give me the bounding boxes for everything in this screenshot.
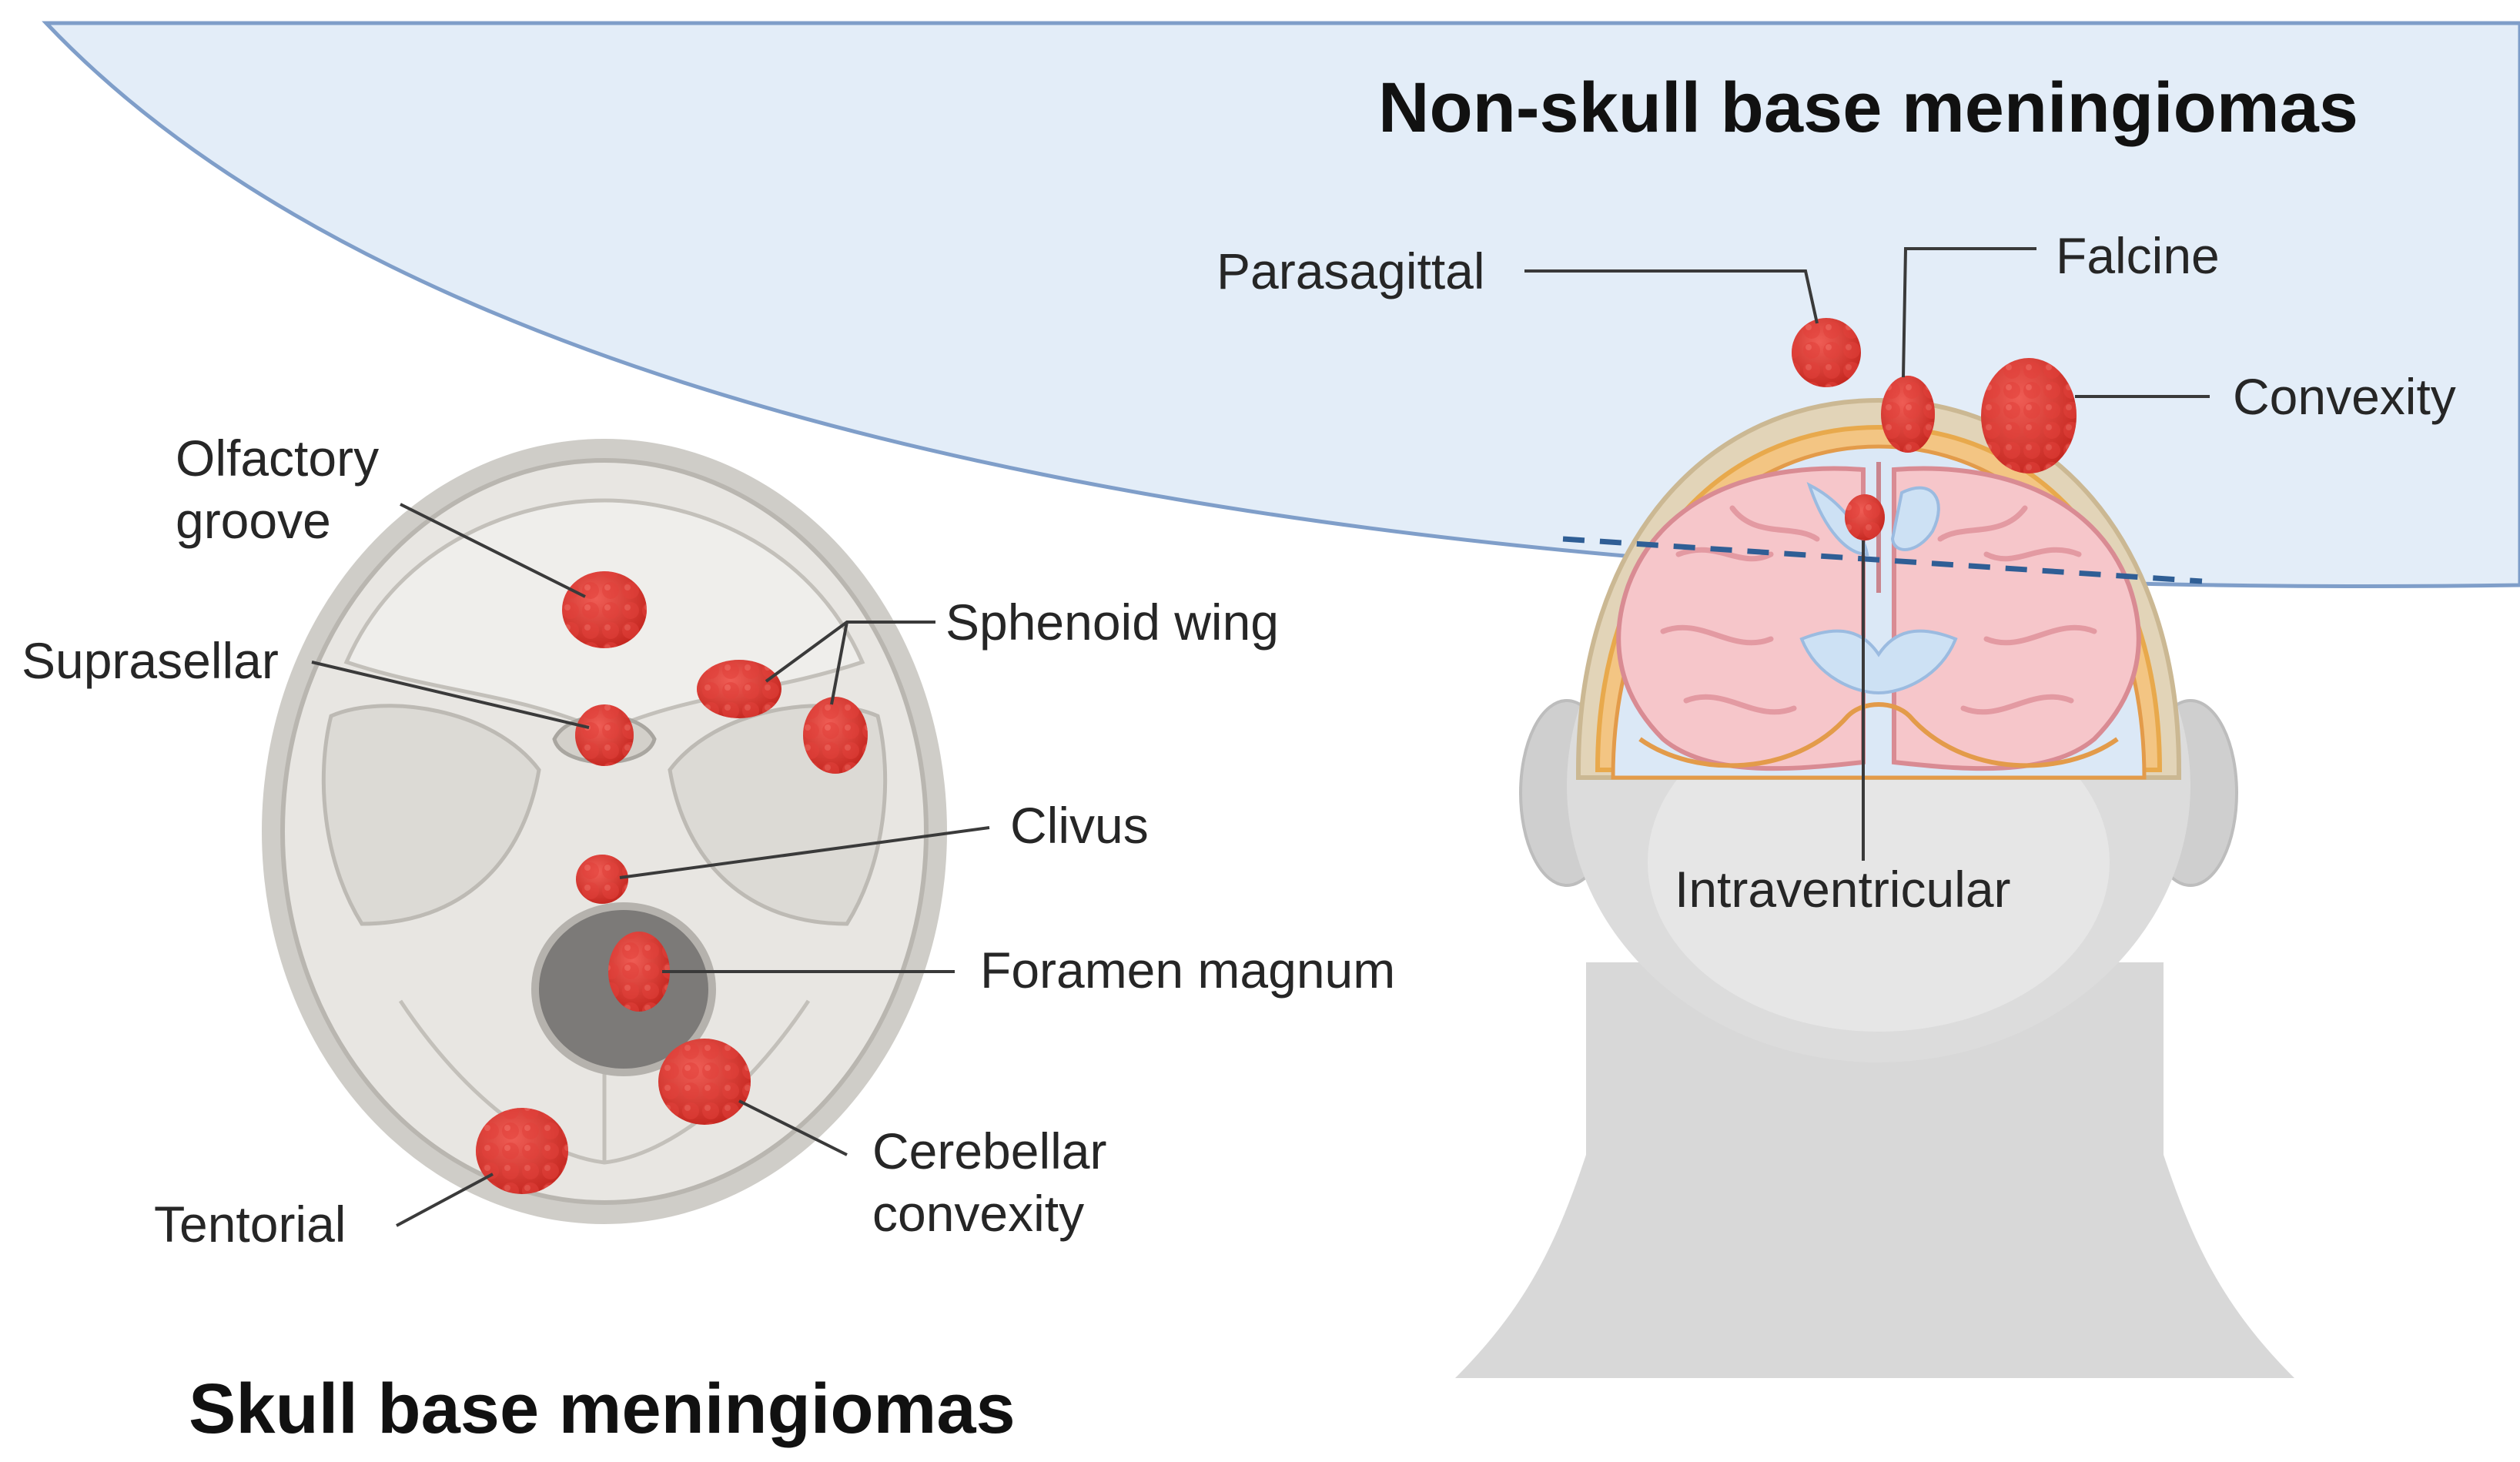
tumor-falcine — [1881, 376, 1935, 453]
tumor-tentorial — [476, 1108, 568, 1194]
label-clivus: Clivus — [1010, 797, 1149, 854]
tumor-cerebellar-convexity — [658, 1039, 751, 1125]
label-foramen-magnum: Foramen magnum — [980, 942, 1396, 999]
tumor-convexity — [1981, 358, 2077, 473]
label-intraventricular: Intraventricular — [1675, 861, 2011, 918]
label-olfactory-line1: Olfactory — [176, 430, 380, 487]
label-parasagittal: Parasagittal — [1216, 243, 1485, 299]
tumor-foramen-magnum — [608, 932, 670, 1012]
non-skull-base-title: Non-skull base meningiomas — [1378, 69, 2358, 147]
label-convexity: Convexity — [2233, 368, 2456, 425]
tumor-olfactory-groove — [562, 571, 647, 648]
tumor-sphenoid-wing-lateral — [803, 697, 868, 774]
tumors — [476, 318, 2077, 1194]
tumor-suprasellar — [575, 704, 634, 766]
tumor-parasagittal — [1792, 318, 1861, 387]
tumor-sphenoid-wing-medial — [697, 660, 781, 718]
label-olfactory-line2: groove — [176, 491, 331, 549]
label-cerebellar-line2: convexity — [872, 1184, 1085, 1242]
tumor-clivus — [576, 855, 628, 904]
label-cerebellar-convexity: Cerebellar convexity — [872, 1120, 1106, 1244]
label-falcine: Falcine — [2056, 227, 2220, 284]
skull-base-illustration — [262, 439, 947, 1224]
leader-lines — [311, 247, 2210, 1227]
label-olfactory-groove: Olfactory groove — [176, 427, 379, 551]
skull-base-title: Skull base meningiomas — [189, 1370, 1016, 1448]
head-illustration — [1455, 397, 2294, 1378]
section-plane-line — [1562, 536, 2203, 584]
label-cerebellar-line1: Cerebellar — [872, 1122, 1107, 1179]
label-tentorial: Tentorial — [154, 1196, 346, 1253]
label-suprasellar: Suprasellar — [22, 632, 279, 689]
tumor-intraventricular — [1845, 494, 1885, 540]
label-sphenoid-wing: Sphenoid wing — [945, 594, 1279, 651]
